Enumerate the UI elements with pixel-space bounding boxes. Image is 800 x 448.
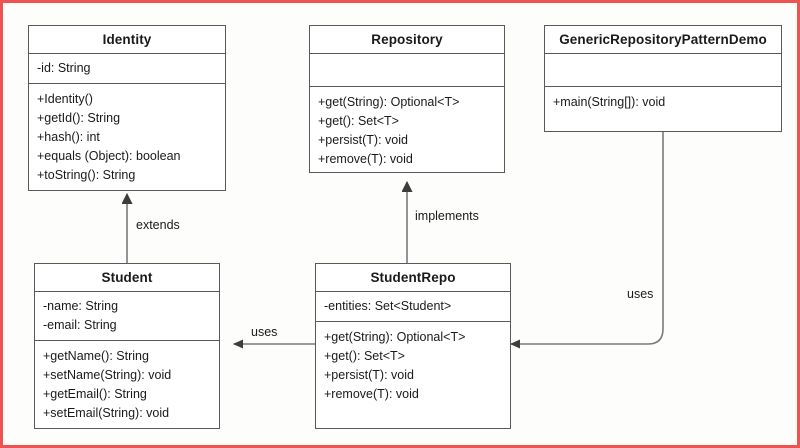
operation-row: +remove(T): void bbox=[324, 387, 419, 401]
class-box-studentrepo[interactable]: StudentRepo -entities: Set<Student> +get… bbox=[315, 263, 511, 429]
operation-row: +Identity() bbox=[37, 92, 93, 106]
operation-row: +get(): Set<T> bbox=[324, 349, 405, 363]
operation-row: +get(String): Optional<T> bbox=[324, 330, 466, 344]
class-attributes-repository bbox=[310, 54, 504, 87]
operation-row: +getEmail(): String bbox=[43, 387, 147, 401]
edge-label-extends: extends bbox=[136, 218, 180, 232]
operation-row: +persist(T): void bbox=[324, 368, 414, 382]
edge-label-uses-student: uses bbox=[251, 325, 278, 339]
class-title-studentrepo: StudentRepo bbox=[316, 264, 510, 292]
operation-row: +equals (Object): boolean bbox=[37, 149, 181, 163]
class-box-identity[interactable]: Identity -id: String +Identity() +getId(… bbox=[28, 25, 226, 191]
class-box-repository[interactable]: Repository +get(String): Optional<T> +ge… bbox=[309, 25, 505, 173]
edge-demo-uses-studentrepo bbox=[510, 132, 664, 349]
class-title-genericrepositorypatterndemo: GenericRepositoryPatternDemo bbox=[545, 26, 781, 54]
class-title-repository: Repository bbox=[310, 26, 504, 54]
class-operations-student: +getName(): String +setName(String): voi… bbox=[35, 341, 219, 429]
operation-row: +get(): Set<T> bbox=[318, 114, 399, 128]
operation-row: +setName(String): void bbox=[43, 368, 172, 382]
edge-label-uses-studentrepo: uses bbox=[627, 287, 654, 301]
class-attributes-studentrepo: -entities: Set<Student> bbox=[316, 292, 510, 322]
operation-row: +persist(T): void bbox=[318, 133, 408, 147]
class-operations-repository: +get(String): Optional<T> +get(): Set<T>… bbox=[310, 87, 504, 175]
operation-row: +toString(): String bbox=[37, 168, 136, 182]
operation-row: +getId(): String bbox=[37, 111, 121, 125]
class-box-student[interactable]: Student -name: String -email: String +ge… bbox=[34, 263, 220, 429]
operation-row: +getName(): String bbox=[43, 349, 149, 363]
operation-row: +main(String[]): void bbox=[553, 95, 666, 109]
attribute-row: -name: String bbox=[43, 299, 119, 313]
class-title-identity: Identity bbox=[29, 26, 225, 54]
operation-row: +hash(): int bbox=[37, 130, 100, 144]
class-box-genericrepositorypatterndemo[interactable]: GenericRepositoryPatternDemo +main(Strin… bbox=[544, 25, 782, 132]
class-operations-genericrepositorypatterndemo: +main(String[]): void bbox=[545, 87, 781, 131]
attribute-row: -email: String bbox=[43, 318, 117, 332]
class-attributes-genericrepositorypatterndemo bbox=[545, 54, 781, 87]
edge-label-implements: implements bbox=[415, 209, 479, 223]
class-operations-studentrepo: +get(String): Optional<T> +get(): Set<T>… bbox=[316, 322, 510, 428]
class-attributes-student: -name: String -email: String bbox=[35, 292, 219, 341]
operation-row: +remove(T): void bbox=[318, 152, 413, 166]
operation-row: +get(String): Optional<T> bbox=[318, 95, 460, 109]
class-operations-identity: +Identity() +getId(): String +hash(): in… bbox=[29, 84, 225, 191]
attribute-row: -id: String bbox=[37, 61, 91, 75]
operation-row: +setEmail(String): void bbox=[43, 406, 170, 420]
attribute-row: -entities: Set<Student> bbox=[324, 299, 452, 313]
class-title-student: Student bbox=[35, 264, 219, 292]
class-attributes-identity: -id: String bbox=[29, 54, 225, 84]
